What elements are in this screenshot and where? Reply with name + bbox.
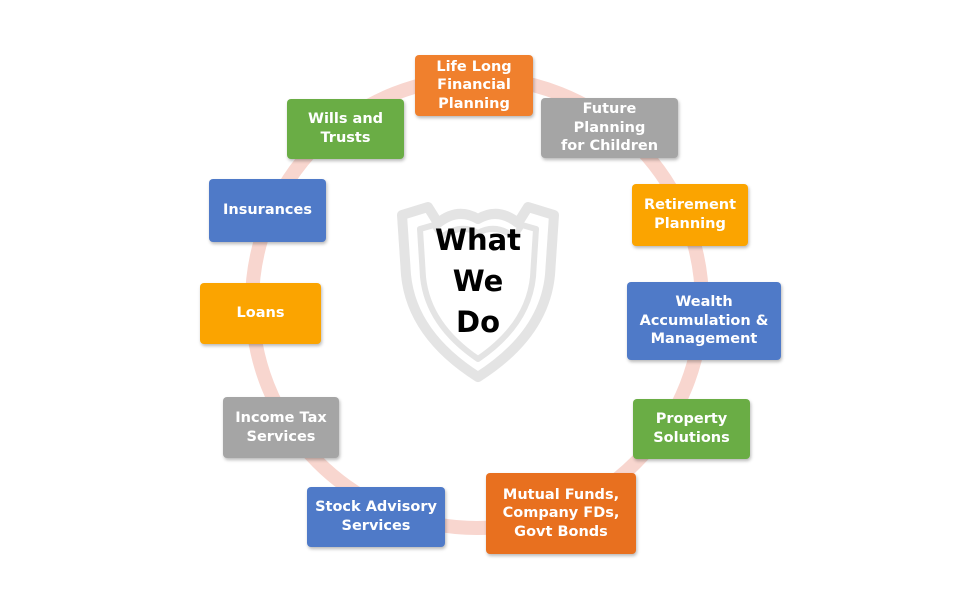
service-loans: Loans xyxy=(200,283,321,344)
service-future-planning-for-children: Future Planning for Children xyxy=(541,98,678,158)
service-retirement-planning: Retirement Planning xyxy=(632,184,748,246)
service-life-long-financial-planning: Life Long Financial Planning xyxy=(415,55,533,116)
center-title: What We Do xyxy=(434,223,522,339)
service-insurances: Insurances xyxy=(209,179,326,242)
service-stock-advisory-services: Stock Advisory Services xyxy=(307,487,445,547)
service-mutual-funds-company-fds-govt-bonds: Mutual Funds, Company FDs, Govt Bonds xyxy=(486,473,636,554)
service-wealth-accumulation-management: Wealth Accumulation & Management xyxy=(627,282,781,360)
shield-icon xyxy=(397,202,559,382)
service-property-solutions: Property Solutions xyxy=(633,399,750,459)
service-wills-and-trusts: Wills and Trusts xyxy=(287,99,404,159)
service-income-tax-services: Income Tax Services xyxy=(223,397,339,458)
